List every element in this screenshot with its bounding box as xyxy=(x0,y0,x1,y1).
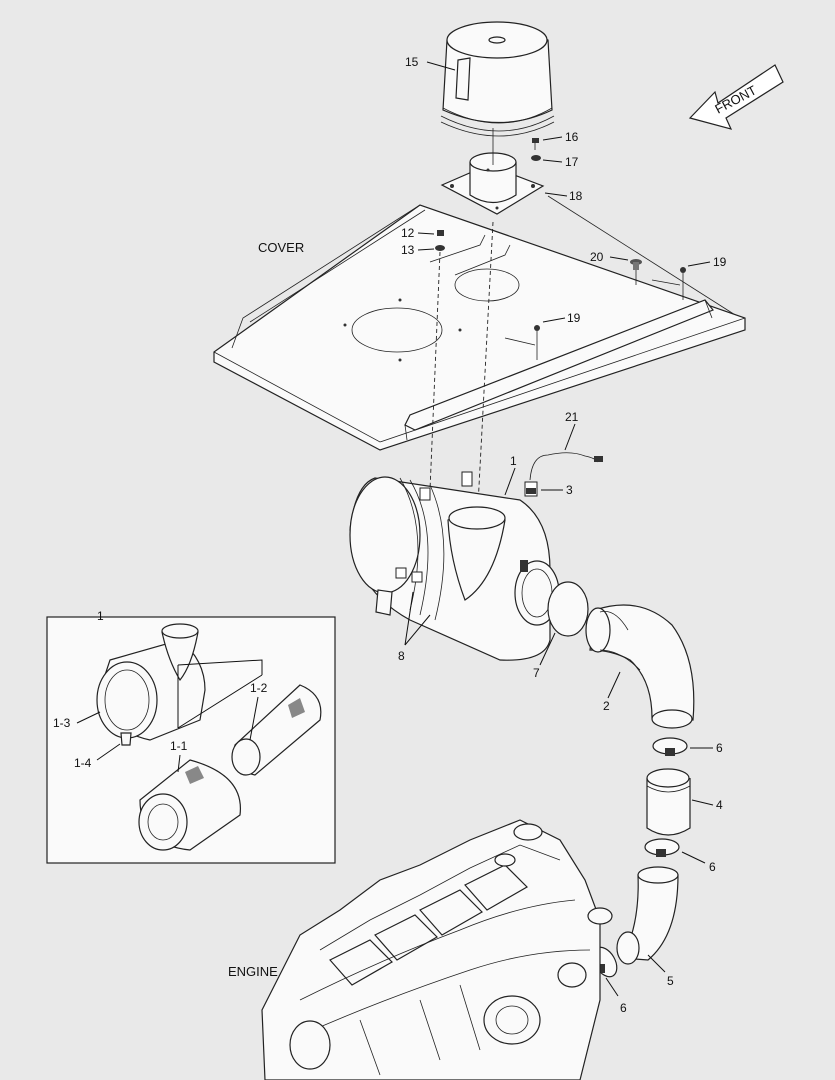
inset-label-1-2: 1-2 xyxy=(250,681,268,695)
air-cleaner-housing xyxy=(349,471,560,661)
connector-tube-4 xyxy=(646,768,691,836)
callout-19b: 19 xyxy=(567,311,581,325)
cover-label: COVER xyxy=(258,240,304,255)
engine-label: ENGINE xyxy=(228,964,278,979)
callout-13: 13 xyxy=(401,243,415,257)
callout-7: 7 xyxy=(533,666,540,680)
callout-15: 15 xyxy=(405,55,419,69)
sensor-harness-21 xyxy=(529,452,599,481)
hose-clamp-6b xyxy=(644,838,680,857)
callout-5: 5 xyxy=(667,974,674,988)
callout-20: 20 xyxy=(590,250,604,264)
callout-21: 21 xyxy=(565,410,579,424)
callout-17: 17 xyxy=(565,155,579,169)
callout-1: 1 xyxy=(510,454,517,468)
seal-ring-7 xyxy=(547,581,589,637)
callout-16: 16 xyxy=(565,130,579,144)
callout-4: 4 xyxy=(716,798,723,812)
adapter-plate-18 xyxy=(440,152,545,215)
filter-detail-inset xyxy=(46,616,336,864)
callout-18: 18 xyxy=(569,189,583,203)
screw-19a xyxy=(680,267,686,273)
callout-6a: 6 xyxy=(716,741,723,755)
restriction-indicator-3 xyxy=(524,481,538,497)
callout-19a: 19 xyxy=(713,255,727,269)
inset-label-1-4: 1-4 xyxy=(74,756,92,770)
inset-label-1: 1 xyxy=(97,609,104,623)
engine-assembly xyxy=(261,819,613,1080)
elbow-hose-5 xyxy=(616,866,679,965)
inset-label-1-3: 1-3 xyxy=(53,716,71,730)
washer-17 xyxy=(531,155,541,161)
washer-13 xyxy=(435,245,445,251)
callout-8: 8 xyxy=(398,649,405,663)
elbow-hose-2 xyxy=(585,604,695,729)
callout-6c: 6 xyxy=(620,1001,627,1015)
grommet-20 xyxy=(630,259,642,285)
callout-2: 2 xyxy=(603,699,610,713)
bolt-12 xyxy=(437,230,444,236)
screw-19b xyxy=(534,325,540,331)
precleaner-cap xyxy=(440,21,555,137)
front-arrow-icon: FRONT xyxy=(688,64,784,130)
callout-12: 12 xyxy=(401,226,415,240)
callout-3: 3 xyxy=(566,483,573,497)
callout-6b: 6 xyxy=(709,860,716,874)
cover-panel xyxy=(213,204,746,451)
inset-label-1-1: 1-1 xyxy=(170,739,188,753)
hose-clamp-6a xyxy=(652,737,688,756)
bolt-16 xyxy=(532,138,539,150)
